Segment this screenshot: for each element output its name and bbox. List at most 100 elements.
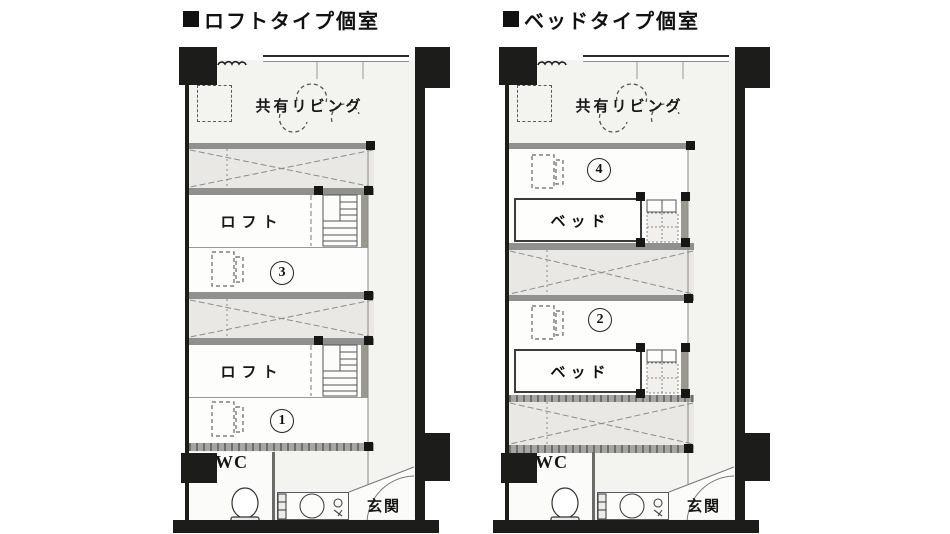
stairs-lower-icon (322, 344, 358, 397)
coil-icon (217, 60, 247, 66)
door-post (681, 238, 690, 247)
partition-wall-hatched (509, 445, 694, 453)
door-post (636, 389, 645, 398)
void-x-lower (509, 402, 694, 445)
closet-shelf-upper (646, 199, 677, 213)
bed-lower: ベッド (514, 349, 642, 393)
window (583, 55, 729, 62)
partition-wall (189, 143, 374, 150)
door-post (364, 442, 373, 451)
door-post (681, 389, 690, 398)
plan-title-text: ベッドタイプ個室 (524, 10, 700, 33)
door-post (364, 186, 373, 195)
title-square-icon (503, 11, 519, 27)
washbasin-icon (597, 493, 663, 520)
entrance-boundary (348, 466, 415, 493)
wc-divider-wall (592, 452, 595, 520)
desk-icon-room4 (531, 154, 564, 189)
room-number-1: 1 (270, 409, 294, 433)
wall-block (415, 433, 450, 481)
wall-block (735, 47, 770, 88)
door-post (636, 238, 645, 247)
floor-plan-loft-type: 共有リビング ロフト ロフト 3 1 WC 玄関 (173, 47, 455, 533)
dashed-cabinet (197, 85, 232, 122)
room-number-4: 4 (587, 158, 611, 182)
door-post (636, 192, 645, 201)
door-post (366, 141, 375, 150)
bed-label-upper: ベッド (550, 213, 611, 230)
desk-icon-room2 (531, 305, 564, 340)
desk-icon-room3 (211, 251, 244, 287)
right-wall (735, 47, 745, 533)
wall-block (735, 433, 770, 481)
closet-side-wall (681, 196, 688, 243)
wc-divider-wall (272, 452, 275, 520)
loft-label-lower: ロフト (220, 365, 284, 381)
right-wall (415, 47, 425, 533)
closet-side-wall (681, 347, 688, 395)
door-post (684, 294, 693, 303)
partition-wall (509, 143, 694, 150)
closet-shelf-lower (646, 349, 677, 363)
bottom-wall (173, 520, 439, 533)
room-number-2: 2 (588, 308, 612, 332)
partition-wall-hatched (189, 443, 374, 451)
partition-wall-hatched (509, 395, 694, 402)
door-post (681, 343, 690, 352)
partition-wall (189, 338, 374, 345)
entrance-floor (349, 467, 414, 519)
partition-wall (189, 188, 374, 195)
wc-label: WC (535, 452, 568, 472)
room-number-3: 3 (270, 261, 294, 285)
wall-block (501, 453, 537, 483)
closet-grid-upper (646, 212, 679, 243)
faucet-icon (333, 498, 343, 508)
wall-block (179, 47, 217, 85)
void-x-upper (189, 149, 374, 188)
entrance-label: 玄関 (366, 499, 401, 515)
coil-icon (537, 60, 567, 66)
void-x-upper (509, 250, 694, 295)
plan-title-bed: ベッドタイプ個室 (503, 6, 700, 33)
dashed-cabinet (517, 85, 552, 122)
bed-upper: ベッド (514, 198, 642, 242)
floor-plan-bed-type: ベッド ベッド (493, 47, 775, 533)
void-x-lower (189, 299, 374, 338)
window (263, 55, 409, 62)
bottom-wall (493, 520, 759, 533)
wall-block (415, 47, 450, 88)
entrance-label: 玄関 (686, 499, 721, 515)
washbasin-counter (277, 492, 349, 520)
partition-wall (509, 243, 694, 250)
stair-side-wall (361, 195, 368, 247)
plan-linework (509, 55, 735, 527)
stair-side-wall (361, 345, 368, 397)
left-wall (505, 47, 509, 533)
plan-title-loft: ロフトタイプ個室 (183, 6, 380, 33)
wall-block (499, 47, 537, 85)
loft-label-upper: ロフト (220, 215, 284, 231)
door-post (314, 186, 323, 195)
door-post (314, 336, 323, 345)
shared-living-label: 共有リビング (575, 99, 684, 115)
stairs-upper-icon (322, 194, 358, 247)
door-post (636, 343, 645, 352)
door-post (686, 141, 695, 150)
door-post (684, 444, 693, 453)
plan-title-text: ロフトタイプ個室 (204, 10, 380, 33)
entrance-door-arc (686, 475, 735, 524)
wall-block (181, 453, 217, 483)
wc-label: WC (215, 452, 248, 472)
door-post (364, 336, 373, 345)
closet-grid-lower (646, 362, 679, 394)
partition-wall (509, 295, 694, 301)
entrance-door-arc (366, 475, 415, 524)
bed-label-lower: ベッド (550, 364, 611, 381)
left-wall (185, 47, 189, 533)
sofa-icons (278, 83, 360, 133)
faucet-icon (653, 498, 663, 508)
partition-wall (189, 292, 374, 299)
entrance-floor (669, 467, 734, 519)
shared-living-label: 共有リビング (255, 99, 364, 115)
